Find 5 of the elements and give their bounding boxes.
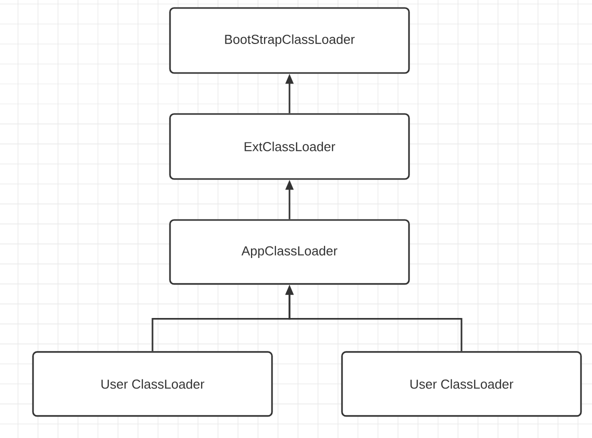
class-loader-box: BootStrapClassLoader bbox=[169, 7, 410, 74]
class-loader-box: User ClassLoader bbox=[32, 351, 273, 417]
class-loader-box: AppClassLoader bbox=[169, 219, 410, 285]
class-loader-box: User ClassLoader bbox=[341, 351, 582, 417]
class-loader-box: ExtClassLoader bbox=[169, 113, 410, 180]
